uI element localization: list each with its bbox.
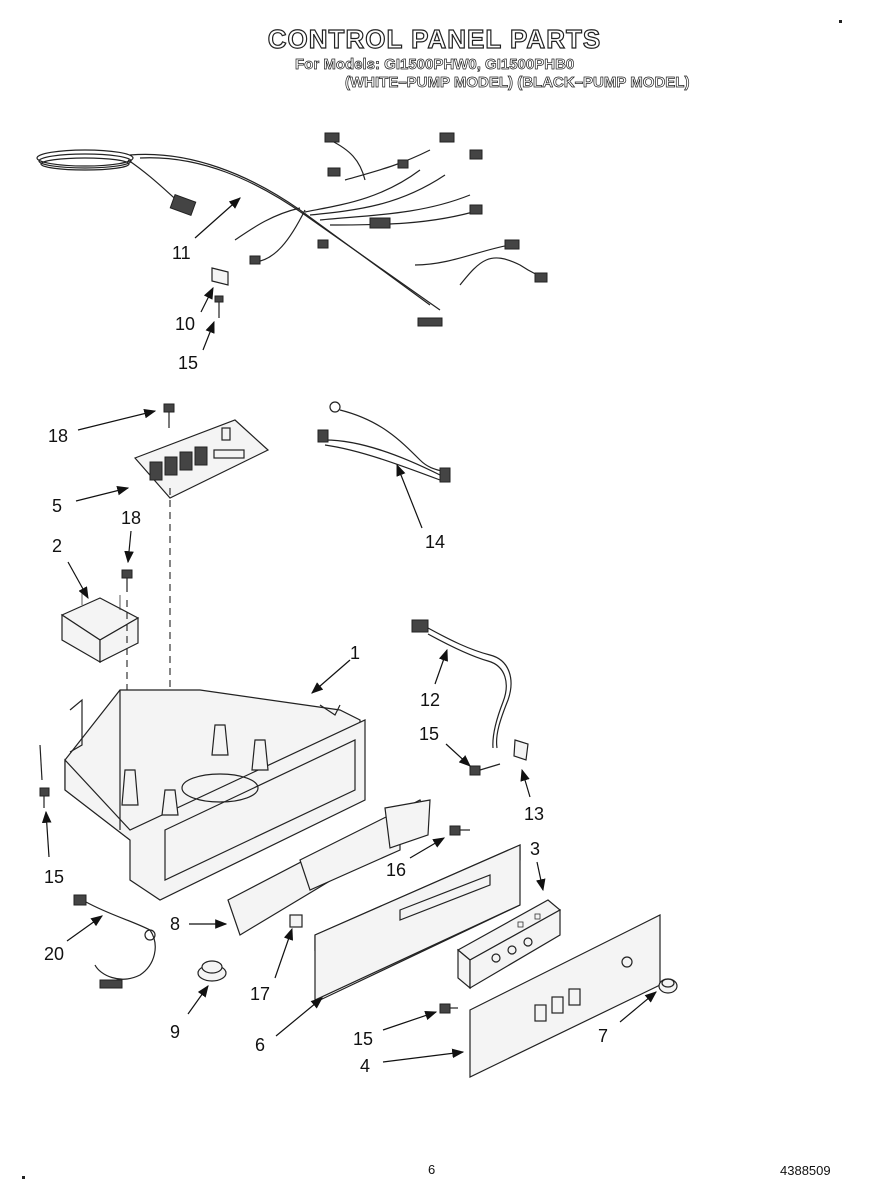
clip-part <box>289 914 303 928</box>
callout-9: 9 <box>170 1022 181 1042</box>
callout-11: 11 <box>172 243 191 263</box>
board-harness-part <box>317 401 451 483</box>
callout-18: 18 <box>121 508 142 528</box>
callout-16: 16 <box>386 860 407 880</box>
callout-6: 6 <box>255 1035 266 1055</box>
callout-17: 17 <box>250 984 271 1004</box>
corner-mark <box>839 20 842 23</box>
callout-2: 2 <box>52 536 63 556</box>
variants-line: (WHITE–PUMP MODEL) (BLACK–PUMP MODEL) <box>345 74 690 92</box>
sensor-wire-part <box>73 894 156 989</box>
callout-20: 20 <box>44 944 65 964</box>
knob-part <box>658 978 678 994</box>
callout-8: 8 <box>170 914 181 934</box>
grommet-part <box>197 960 227 982</box>
callout-3: 3 <box>530 839 541 859</box>
callout-15: 15 <box>178 353 199 373</box>
callout-13: 13 <box>524 804 545 824</box>
corner-mark <box>22 1176 25 1179</box>
callout-15: 15 <box>419 724 440 744</box>
control-housing-part <box>39 689 366 901</box>
page-title: CONTROL PANEL PARTS <box>267 23 602 54</box>
screw-part <box>121 569 133 592</box>
callout-18: 18 <box>48 426 69 446</box>
bracket-part <box>227 799 431 936</box>
screw-part <box>469 763 501 776</box>
document-number: 4388509 <box>780 1163 831 1178</box>
callout-12: 12 <box>420 690 441 710</box>
callout-10: 10 <box>175 314 196 334</box>
screw-part <box>439 1003 458 1014</box>
callout-15: 15 <box>44 867 65 887</box>
callout-15: 15 <box>353 1029 374 1049</box>
transformer-part <box>60 590 140 664</box>
clip-part <box>211 267 229 286</box>
screw-part <box>39 787 50 808</box>
screw-part <box>163 403 175 428</box>
clamp-part <box>513 739 529 761</box>
callout-4: 4 <box>360 1056 371 1076</box>
wire-harness-part <box>36 132 548 327</box>
callout-5: 5 <box>52 496 63 516</box>
screw-part <box>214 295 224 318</box>
callout-1: 1 <box>350 643 361 663</box>
control-board-part <box>133 419 270 499</box>
callout-14: 14 <box>425 532 446 552</box>
switch-board-part <box>456 899 562 990</box>
screw-part <box>449 825 470 836</box>
callout-7: 7 <box>598 1026 609 1046</box>
console-part <box>314 844 521 1001</box>
pump-wire-part <box>411 619 512 749</box>
page-number: 6 <box>428 1162 436 1177</box>
models-line: For Models: GI1500PHW0, GI1500PHB0 <box>295 56 575 74</box>
